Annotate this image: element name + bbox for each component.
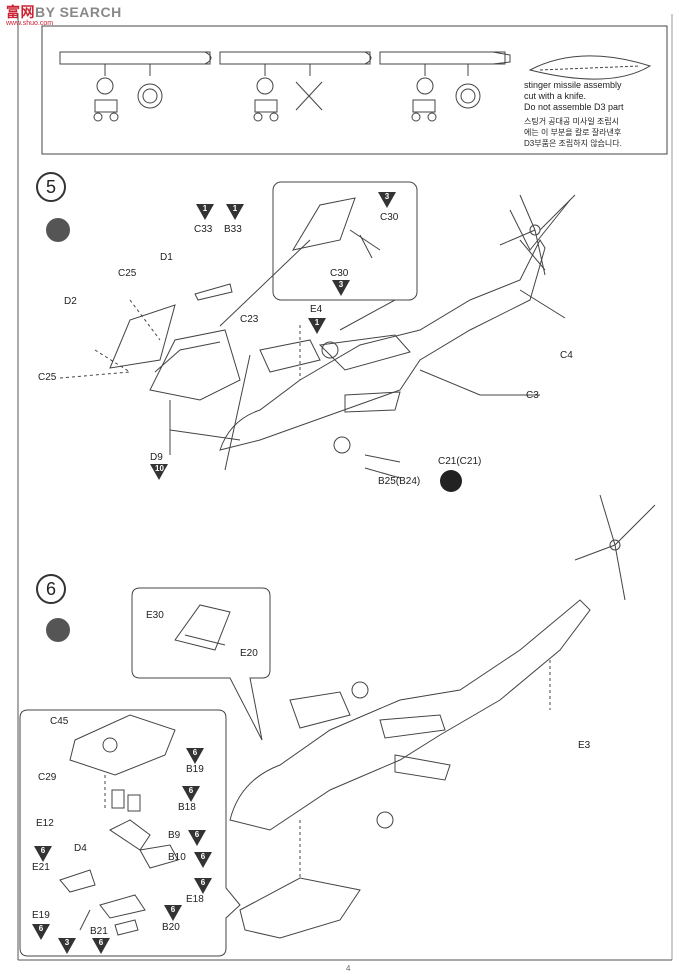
label-b33: B33: [224, 224, 242, 235]
label-e19: E19: [32, 910, 50, 921]
label-c21: C21(C21): [438, 456, 482, 467]
note-en-3: Do not assemble D3 part: [524, 102, 624, 112]
note-kr-3: D3부품은 조립하지 않습니다.: [524, 139, 622, 148]
badge-b10: 6: [194, 852, 212, 868]
label-b9: B9: [168, 830, 181, 841]
glue-icon: [46, 218, 70, 242]
site-url: www.shuo.com: [6, 20, 54, 27]
glue-icon: [46, 618, 70, 642]
badge-b18: 6: [182, 786, 200, 802]
label-e30: E30: [146, 610, 164, 621]
label-e12: E12: [36, 818, 54, 829]
badge-b21: 6: [92, 938, 110, 954]
label-e21: E21: [32, 862, 50, 873]
badge-c30-bottom: 3: [332, 280, 350, 296]
step-number-5: 5: [36, 172, 66, 202]
label-e3: E3: [578, 740, 591, 751]
badge-b33: 1: [226, 204, 244, 220]
label-d9: D9: [150, 452, 163, 463]
badge-e21: 6: [34, 846, 52, 862]
label-b25: B25(B24): [378, 476, 421, 487]
badge-c33: 1: [196, 204, 214, 220]
badge-b19: 6: [186, 748, 204, 764]
label-c25-bottom: C25: [38, 372, 57, 383]
label-c4: C4: [560, 350, 573, 361]
label-c45: C45: [50, 716, 69, 727]
label-e4: E4: [310, 304, 323, 315]
step-number-6: 6: [36, 574, 66, 604]
note-en-2: cut with a knife.: [524, 91, 587, 101]
label-c29: C29: [38, 772, 57, 783]
label-e18: E18: [186, 894, 204, 905]
label-b10: B10: [168, 852, 186, 863]
label-c33: C33: [194, 224, 213, 235]
badge-c30-top: 3: [378, 192, 396, 208]
badge-b21-3: 3: [58, 938, 76, 954]
badge-e19: 6: [32, 924, 50, 940]
label-b18: B18: [178, 802, 196, 813]
label-c23: C23: [240, 314, 259, 325]
page-number: 4: [346, 964, 351, 973]
badge-b20: 6: [164, 905, 182, 921]
label-b19: B19: [186, 764, 204, 775]
note-en-1: stinger missile assembly: [524, 80, 622, 90]
label-d1: D1: [160, 252, 173, 263]
label-d4: D4: [74, 843, 87, 854]
label-c3: C3: [526, 390, 539, 401]
direction-icon: [440, 470, 462, 492]
badge-e18: 6: [194, 878, 212, 894]
label-d2: D2: [64, 296, 77, 307]
note-kr-2: 에는 이 부분을 칼로 잘라낸후: [524, 128, 622, 137]
label-b20: B20: [162, 922, 180, 933]
badge-d9: 10: [150, 464, 168, 480]
label-e20: E20: [240, 648, 258, 659]
badge-b9: 6: [188, 830, 206, 846]
label-c25-top: C25: [118, 268, 137, 279]
label-b21: B21: [90, 926, 108, 937]
note-kr-1: 스팅거 공대공 미사일 조립시: [524, 117, 619, 126]
label-c30-top: C30: [380, 212, 399, 223]
label-c30-bottom: C30: [330, 268, 349, 279]
site-logo: 富网BY SEARCH: [6, 4, 122, 20]
badge-e4: 1: [308, 318, 326, 334]
